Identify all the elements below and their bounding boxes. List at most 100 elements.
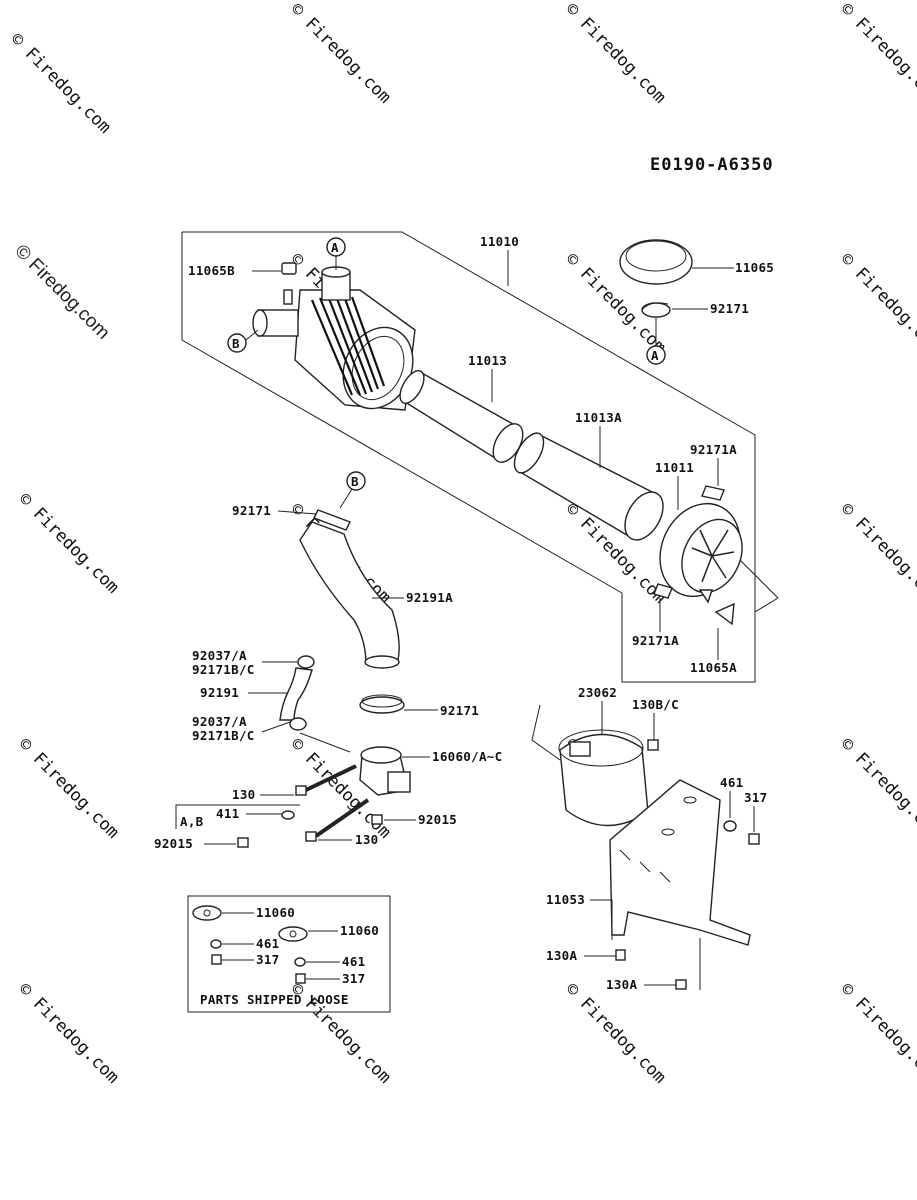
bracket-ab [175, 804, 300, 829]
label-130-lower: 130 [355, 832, 378, 847]
label-461: 461 [720, 775, 743, 790]
nut-317 [295, 973, 306, 984]
watermark: © Firedog.com [836, 499, 917, 607]
gasket-11060 [278, 926, 308, 942]
label-92171a-top: 92171A [690, 442, 737, 457]
label-11010: 11010 [480, 234, 519, 249]
elbow-16060 [359, 746, 411, 796]
watermark: © Firedog.com [836, 734, 917, 842]
bolt-130bc [647, 739, 659, 751]
diagram-code: E0190-A6350 [650, 155, 774, 175]
clamp-92171-top [641, 302, 671, 318]
label-92171a-bottom: 92171A [632, 633, 679, 648]
loose-parts-box [187, 895, 391, 1013]
label-92171bc-lower: 92171B/C [192, 728, 255, 743]
end-cap-11011 [659, 502, 743, 604]
clip-92171a [701, 485, 725, 501]
assembly-boundary [181, 231, 756, 683]
label-11013: 11013 [468, 353, 507, 368]
watermark: © Firedog.com [6, 29, 114, 137]
watermark: © Firedog.com [561, 0, 669, 108]
hose-92191 [279, 667, 313, 721]
svg-text:B: B [232, 336, 240, 351]
leader-line [299, 732, 351, 753]
valve-11065a [714, 602, 735, 626]
leader-line [590, 899, 613, 940]
svg-text:B: B [351, 474, 359, 489]
loose-label-11060-a: 11060 [256, 905, 295, 920]
leader-line [739, 559, 779, 599]
label-130a-upper: 130A [546, 948, 577, 963]
label-92171-top: 92171 [710, 301, 749, 316]
leader-line [277, 510, 317, 515]
clamp-92037a [297, 655, 315, 669]
watermark: © Firedog.com [561, 979, 669, 1087]
nut-317 [748, 833, 760, 845]
label-16060: 16060/A~C [432, 749, 502, 764]
filter-element-11013a [513, 432, 664, 541]
bracket-11053 [609, 779, 751, 946]
bolt-130 [295, 764, 357, 796]
svg-text:A: A [331, 240, 339, 255]
loose-label-461-a: 461 [256, 936, 279, 951]
bolt-130a [675, 979, 687, 990]
watermark: © Firedog.com [836, 0, 917, 108]
clamp-92171-lower [359, 694, 405, 714]
label-92037a-lower: 92037/A [192, 714, 247, 729]
label-92037a-upper: 92037/A [192, 648, 247, 663]
label-11065a: 11065A [690, 660, 737, 675]
band-23062 [558, 729, 649, 827]
label-11065: 11065 [735, 260, 774, 275]
clamp-92037a [289, 717, 307, 731]
gasket-11060 [192, 905, 222, 921]
clamp-92171 [313, 509, 351, 531]
callout-a-top: A [646, 318, 666, 365]
nut-92015 [237, 837, 249, 848]
label-92191: 92191 [200, 685, 239, 700]
filter-element-11013 [399, 370, 524, 463]
label-92171-hose: 92171 [232, 503, 271, 518]
label-92171-clamp: 92171 [440, 703, 479, 718]
watermark: © Firedog.com [836, 979, 917, 1087]
label-130-upper: 130 [232, 787, 255, 802]
label-92191a: 92191A [406, 590, 453, 605]
label-130bc: 130B/C [632, 697, 679, 712]
label-11013a: 11013A [575, 410, 622, 425]
air-cleaner-body [252, 266, 416, 411]
watermark: © Firedog.com [286, 0, 394, 108]
loose-label-461-b: 461 [342, 954, 365, 969]
watermark-layer: © Firedog.com © Firedog.com © Firedog.co… [6, 0, 917, 1088]
label-11065b: 11065B [188, 263, 235, 278]
washer-461 [723, 820, 737, 832]
label-130a-lower: 130A [606, 977, 637, 992]
cover-11065 [619, 239, 693, 285]
watermark: © Firedog.com [836, 249, 917, 357]
label-23062: 23062 [578, 685, 617, 700]
callout-b-lower: B [339, 471, 366, 509]
label-92015-right: 92015 [418, 812, 457, 827]
watermark: © Firedog.com [14, 979, 122, 1087]
washer-411 [281, 810, 295, 820]
label-317: 317 [744, 790, 767, 805]
leader-line [531, 704, 561, 761]
loose-parts-caption: PARTS SHIPPED LOOSE [200, 992, 349, 1007]
callout-a: A [326, 237, 346, 270]
watermark: © Firedog.com [14, 489, 122, 597]
cap-11065b [281, 262, 297, 275]
bolt-130a [615, 949, 626, 961]
label-ab: A,B [180, 814, 204, 829]
watermark: © Firedog.com [14, 734, 122, 842]
loose-label-317-b: 317 [342, 971, 365, 986]
loose-label-317-a: 317 [256, 952, 279, 967]
leader-line [261, 721, 291, 733]
washer-461 [210, 939, 222, 949]
label-92015-left: 92015 [154, 836, 193, 851]
label-411: 411 [216, 806, 239, 821]
nut-317 [211, 954, 222, 965]
loose-label-11060-b: 11060 [340, 923, 379, 938]
washer-461 [294, 957, 306, 967]
label-92171bc-upper: 92171B/C [192, 662, 255, 677]
svg-text:A: A [651, 348, 659, 363]
nut-92015 [371, 814, 383, 825]
